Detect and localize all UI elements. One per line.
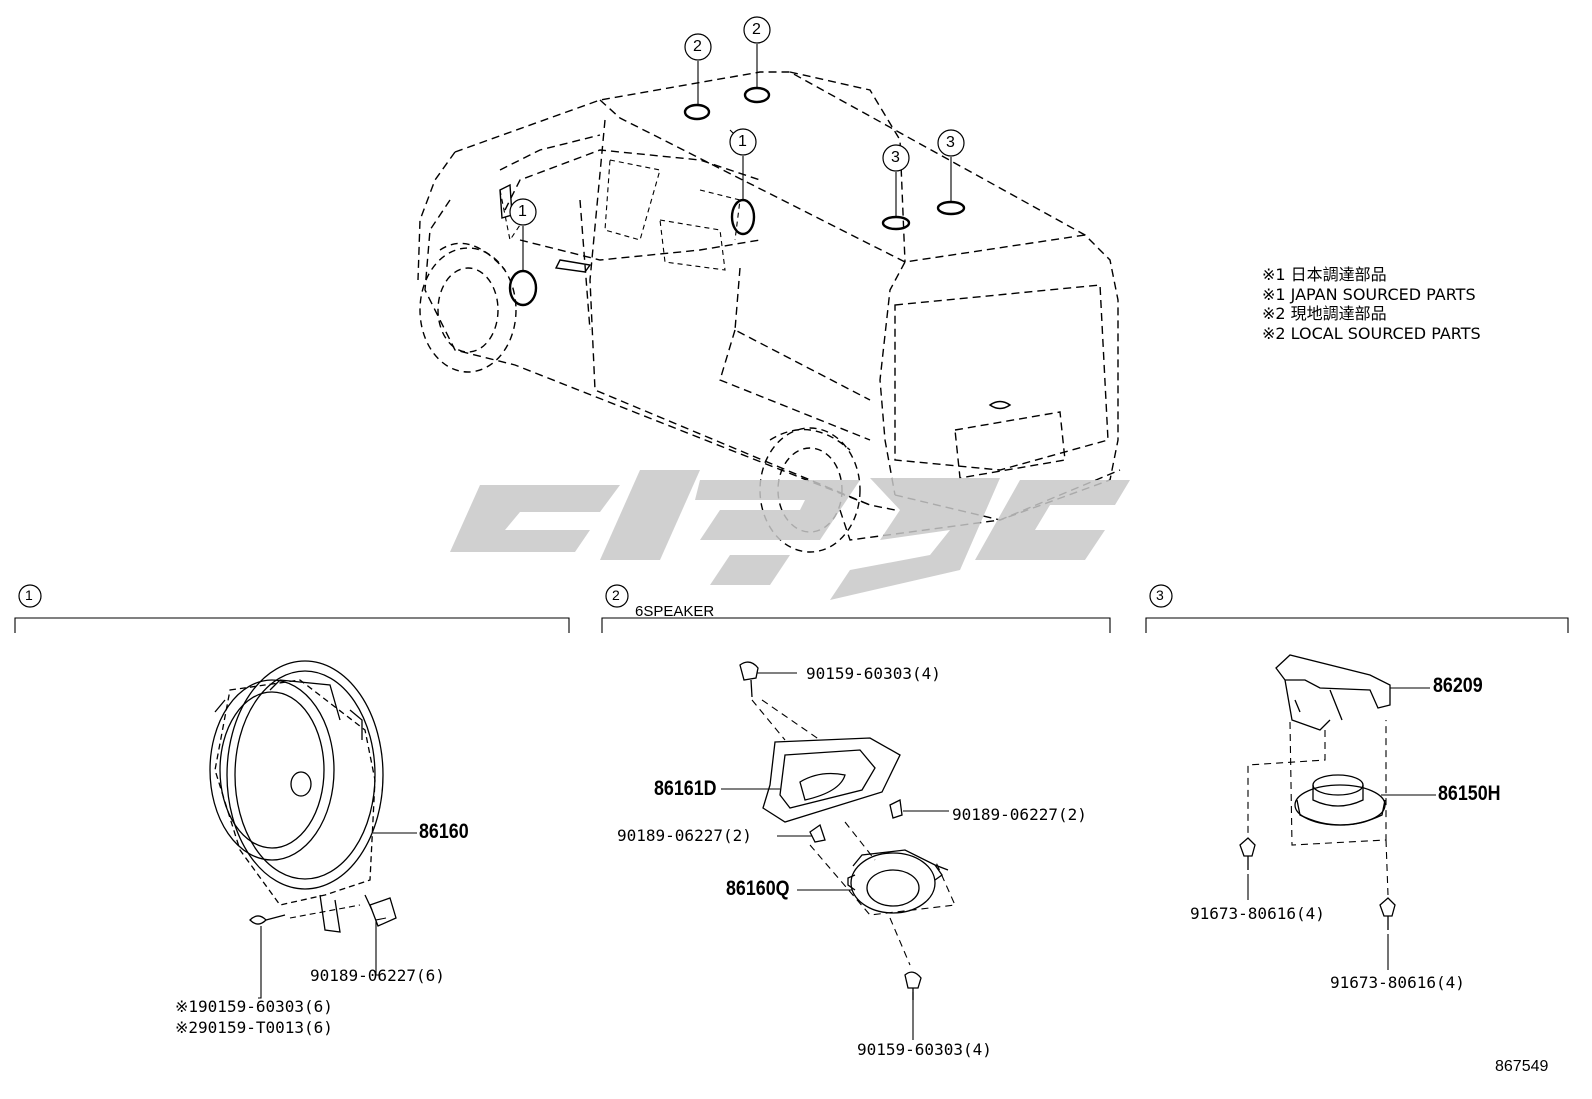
callout-2b [743,16,771,44]
section-number-circles [18,584,1173,608]
ring-roof-right [936,200,966,216]
callout-circles [509,16,965,226]
s3-leaders [1247,687,1436,970]
legend-line-2: ※1 JAPAN SOURCED PARTS [1262,284,1476,304]
ring-rear-tweeter [743,86,771,104]
section-1-number: 1 [25,587,33,603]
callout-2b-label: 2 [752,21,761,38]
callout-3b-label: 3 [946,134,955,151]
part-91673-80616-left[interactable]: 91673-80616(4) [1190,904,1325,923]
legend-line-4: ※2 LOCAL SOURCED PARTS [1262,323,1481,343]
part-90189-06227-right[interactable]: 90189-06227(2) [952,805,1087,824]
callout-3a [882,144,910,172]
door-speaker-illustration [209,660,397,933]
part-86161D[interactable]: 86161D [654,777,717,800]
callout-3a-label: 3 [891,149,900,166]
callout-1b-label: 1 [738,133,747,150]
callout-1b [729,128,757,156]
ring-rear-door [730,198,756,236]
s1-leaders [258,832,417,999]
part-screw-japan[interactable]: ※190159-60303(6) [175,997,333,1016]
legend-line-3: ※2 現地調達部品 [1262,304,1387,323]
part-90159-60303-top[interactable]: 90159-60303(4) [806,664,941,683]
callout-3b [937,129,965,157]
part-86209[interactable]: 86209 [1433,674,1483,697]
section-3-number: 3 [1156,587,1164,603]
section-2-title: 6SPEAKER [635,603,715,620]
part-86160Q[interactable]: 86160Q [726,877,790,900]
roof-speaker-illustration [1239,654,1396,930]
section-dividers [14,617,1569,633]
callout-1a [509,198,537,226]
part-86150H[interactable]: 86150H [1438,782,1501,805]
callout-1a-label: 1 [518,203,527,220]
sourcing-legend: ※1 日本調達部品 ※1 JAPAN SOURCED PARTS ※2 現地調達… [1262,265,1481,343]
legend-line-1: ※1 日本調達部品 [1262,265,1387,284]
ring-front-tweeter [683,103,711,121]
callout-2a [684,33,712,61]
diagram-number: 867549 [1495,1058,1549,1075]
part-86160[interactable]: 86160 [419,820,469,843]
tweeter-illustration [739,661,949,1000]
section-2-number: 2 [612,587,620,603]
part-screw-local[interactable]: ※290159-T0013(6) [175,1018,333,1037]
s2-leaders [721,672,956,1040]
part-90189-06227-s1[interactable]: 90189-06227(6) [310,966,445,985]
callout-leaders [522,44,952,271]
part-90189-06227-left[interactable]: 90189-06227(2) [617,826,752,845]
callout-2a-label: 2 [693,38,702,55]
ring-front-door [508,269,538,307]
ring-roof-left [881,215,911,231]
part-91673-80616-right[interactable]: 91673-80616(4) [1330,973,1465,992]
part-90159-60303-bottom[interactable]: 90159-60303(4) [857,1040,992,1059]
watermark-logo [450,470,1130,600]
